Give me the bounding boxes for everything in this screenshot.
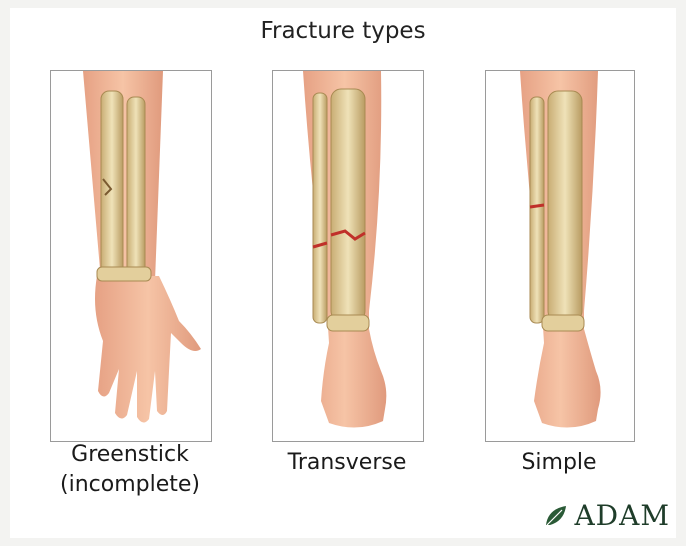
fibula-bone [313, 93, 327, 323]
caption-transverse: Transverse [262, 448, 432, 478]
caption-simple: Simple [475, 448, 643, 478]
caption-greenstick-line1: Greenstick [40, 440, 220, 470]
fibula-bone [530, 97, 544, 323]
leg-illustration-transverse [273, 71, 423, 441]
diagram-title: Fracture types [10, 18, 676, 44]
adam-logo: ADAM [544, 499, 670, 532]
hand-skin [95, 276, 201, 423]
leg-illustration-simple [486, 71, 634, 441]
panel-greenstick [50, 70, 212, 442]
logo-text: ADAM [574, 499, 670, 532]
caption-transverse-line1: Transverse [262, 448, 432, 478]
tibia-bone [331, 89, 365, 321]
ulna-bone [127, 97, 145, 279]
caption-simple-line1: Simple [475, 448, 643, 478]
leaf-icon [544, 503, 570, 529]
simple-fracture-line [530, 205, 544, 207]
forearm-illustration [51, 71, 211, 441]
tibia-bone [548, 91, 582, 321]
radius-bone [101, 91, 123, 281]
panel-transverse [272, 70, 424, 442]
panel-simple [485, 70, 635, 442]
caption-greenstick: Greenstick (incomplete) [40, 440, 220, 500]
caption-greenstick-line2: (incomplete) [40, 470, 220, 500]
diagram-canvas: Fracture types [10, 8, 676, 538]
